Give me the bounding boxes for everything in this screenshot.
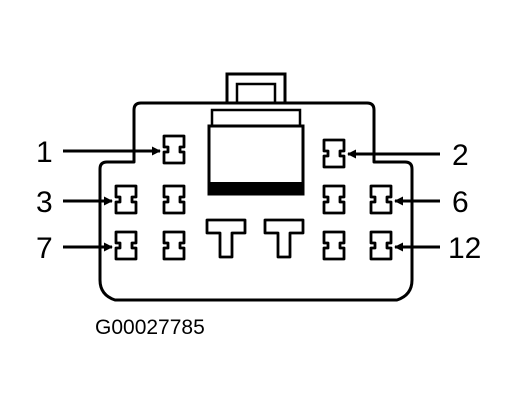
terminal-cavity-pin-2 [322,138,346,169]
terminal-cavity-pin-5 [322,184,346,215]
terminal-cavity-pin-4 [162,184,186,215]
pin-label-7: 7 [36,232,53,265]
terminal-cavity-pin-6 [369,184,393,215]
lock-window-bar [209,182,303,194]
pin-leader-arrows [63,146,440,252]
terminal-cavity-pin-9 [205,218,247,259]
pin-label-12: 12 [448,232,481,265]
locking-tab [225,72,287,103]
pin-label-3: 3 [36,186,53,219]
pin-label-6: 6 [452,186,469,219]
locking-tab-base [210,108,302,128]
terminal-cavity-pin-12 [369,230,393,261]
locking-tab-inner [235,82,277,103]
figure-code: G00027785 [95,316,205,339]
terminal-cavity-pin-7 [114,230,138,261]
pin-label-2: 2 [452,139,469,172]
terminal-cavity-pin-11 [322,230,346,261]
terminal-cavity-pin-1 [162,134,186,165]
connector-housing [98,101,414,302]
terminal-cavity-pin-8 [162,230,186,261]
pin-label-1: 1 [36,136,53,169]
terminal-cavity-pin-3 [114,184,138,215]
terminal-cavity-pin-10 [263,218,305,259]
terminal-cavities [114,134,393,261]
